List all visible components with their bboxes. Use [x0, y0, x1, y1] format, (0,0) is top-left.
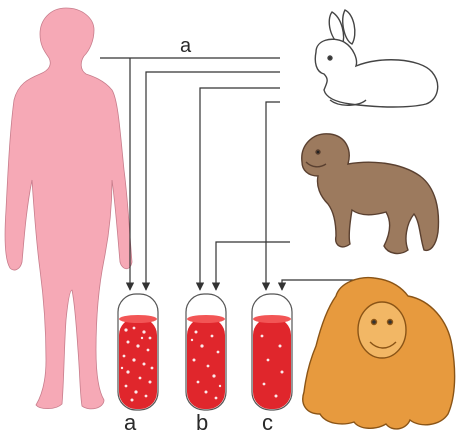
tube-a — [118, 294, 158, 410]
human-figure — [5, 8, 132, 409]
connector-to-tube-c — [266, 102, 280, 290]
chimpanzee — [302, 134, 439, 254]
orangutan — [303, 278, 455, 429]
tube-c — [252, 294, 292, 410]
tube-a-label: a — [124, 412, 136, 434]
connector-chimp-to-tube-b — [216, 242, 290, 290]
connector-label: a — [180, 36, 191, 56]
tube-c-label: c — [262, 412, 273, 434]
connector-human-to-tube-a — [146, 72, 280, 290]
tube-b-label: b — [196, 412, 208, 434]
rabbit — [315, 10, 437, 107]
connector-to-tube-b — [200, 88, 280, 290]
